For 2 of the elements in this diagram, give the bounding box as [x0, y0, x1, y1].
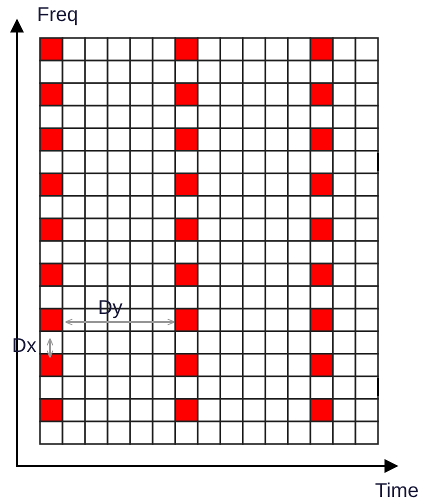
- axis-label: Time: [375, 481, 419, 501]
- axis-label: Freq: [37, 5, 78, 25]
